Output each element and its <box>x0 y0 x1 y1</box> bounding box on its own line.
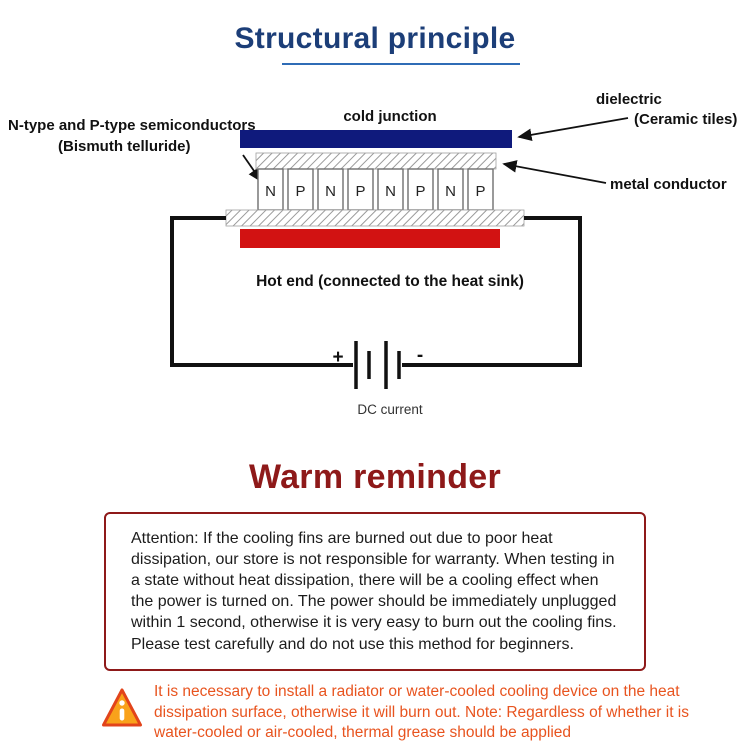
battery-symbol <box>354 341 401 389</box>
title-underline <box>282 63 520 65</box>
hot-end-label: Hot end (connected to the heat sink) <box>256 273 524 290</box>
semiconductor-cell <box>467 168 494 211</box>
top-metal-conductor-strip <box>255 152 497 170</box>
conductor-leg <box>312 168 319 211</box>
warm-reminder-title: Warm reminder <box>248 458 502 496</box>
conductor-leg <box>372 168 379 211</box>
circuit-wire-right <box>402 216 582 367</box>
battery-minus-label: - <box>417 345 423 366</box>
ceramic-tiles-label: (Ceramic tiles) <box>634 111 737 128</box>
semiconductor-cell-label: N <box>325 183 336 200</box>
semiconductor-cell <box>287 168 314 211</box>
warning-triangle-icon <box>102 688 142 727</box>
conductor-leg <box>342 168 349 211</box>
semiconductor-cell-label: P <box>475 183 485 200</box>
page-title: Structural principle <box>234 22 516 55</box>
hot-ceramic-plate <box>240 229 500 248</box>
semiconductor-cell-label: N <box>445 183 456 200</box>
metal-conductor-label: metal conductor <box>610 176 727 193</box>
semiconductor-cell-label: P <box>355 183 365 200</box>
semiconductor-row: N P N P N P N P <box>257 168 494 211</box>
semiconductor-cell <box>377 168 404 211</box>
semiconductor-cell-label: N <box>385 183 396 200</box>
conductor-leg <box>462 168 469 211</box>
conductor-leg <box>402 168 409 211</box>
battery-plus-label: + <box>332 347 343 368</box>
metal-conductor-arrow <box>502 160 607 184</box>
bottom-metal-conductor-strip <box>225 209 525 227</box>
semiconductor-cell-label: P <box>415 183 425 200</box>
warning-note: It is necessary to install a radiator or… <box>101 682 715 744</box>
dc-current-label: DC current <box>357 402 423 417</box>
semiconductors-label-line2: (Bismuth telluride) <box>58 138 191 155</box>
cold-ceramic-plate <box>240 130 512 148</box>
semiconductor-cell <box>437 168 464 211</box>
dielectric-label: dielectric <box>596 91 662 108</box>
attention-text: Attention: If the cooling fins are burne… <box>131 530 617 653</box>
conductor-leg <box>432 168 439 211</box>
semiconductor-cell-label: N <box>265 183 276 200</box>
peltier-structure-diagram: cold junction dielectric (Ceramic tiles)… <box>8 91 737 417</box>
semiconductors-label-line1: N-type and P-type semiconductors <box>8 117 256 134</box>
circuit-wire-left <box>170 216 353 367</box>
conductor-leg <box>282 168 289 211</box>
attention-box: Attention: If the cooling fins are burne… <box>104 512 646 671</box>
semiconductor-cell <box>407 168 434 211</box>
warning-text: It is necessary to install a radiator or… <box>154 683 689 742</box>
semiconductor-cell-label: P <box>295 183 305 200</box>
cold-junction-label: cold junction <box>343 108 436 125</box>
dielectric-arrow <box>517 117 629 142</box>
